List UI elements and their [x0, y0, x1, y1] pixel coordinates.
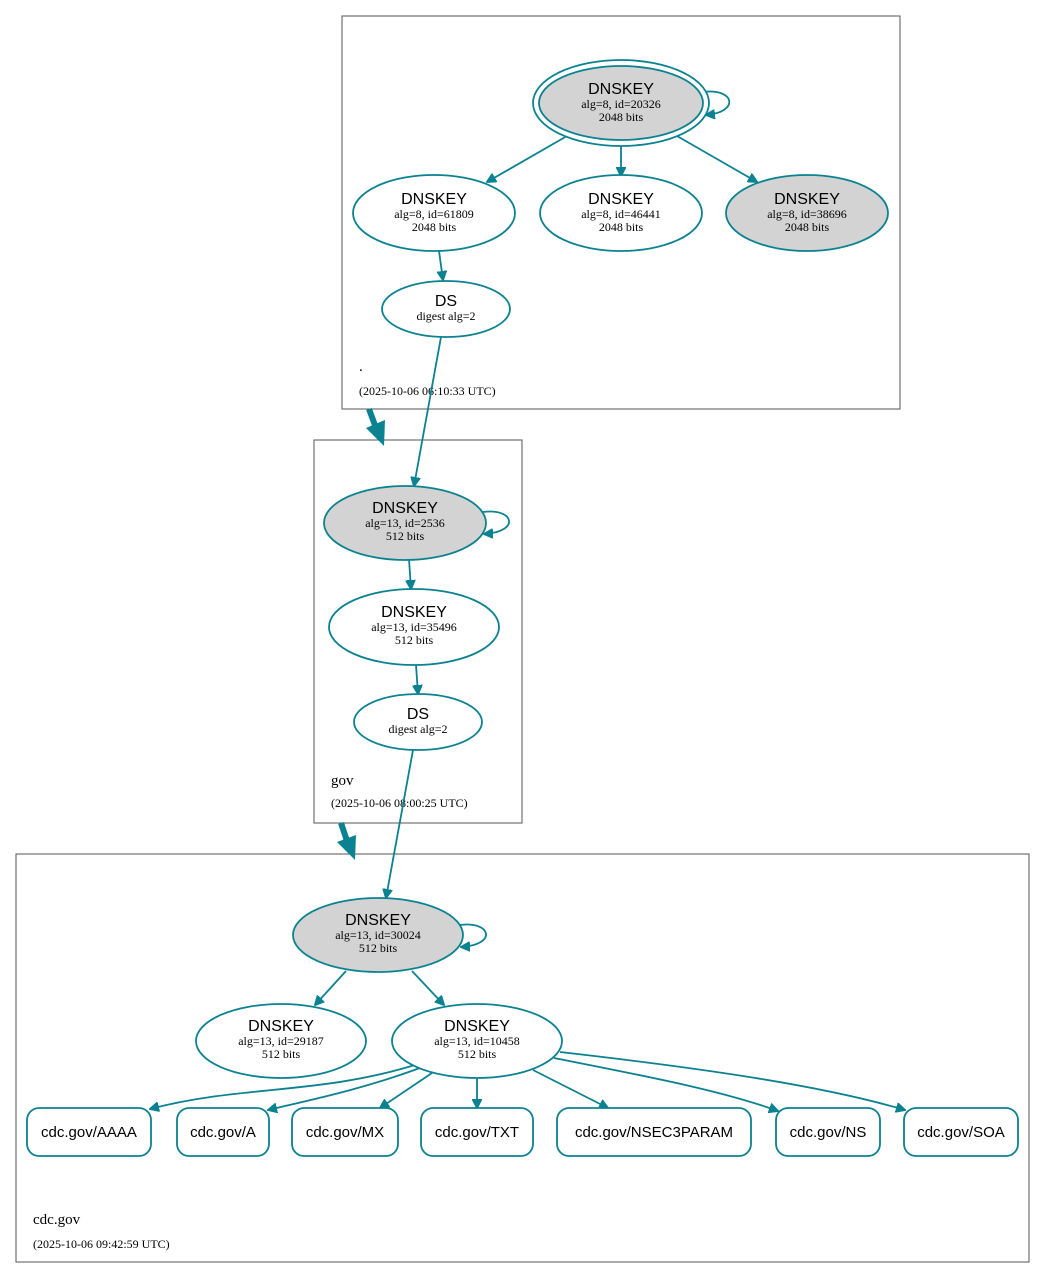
svg-text:digest alg=2: digest alg=2: [416, 309, 475, 323]
svg-text:alg=13, id=30024: alg=13, id=30024: [335, 928, 421, 942]
edge-gov-ksk-zsk: [409, 558, 411, 589]
edge-cdc-zsk2-ns: [553, 1057, 778, 1111]
svg-text:2048 bits: 2048 bits: [599, 220, 644, 234]
node-gov-ds[interactable]: DS digest alg=2: [353, 693, 483, 751]
svg-text:alg=13, id=35496: alg=13, id=35496: [371, 620, 457, 634]
rrset-a[interactable]: cdc.gov/A: [176, 1107, 270, 1157]
svg-text:DNSKEY: DNSKEY: [248, 1018, 314, 1035]
edge-root-zsk1-ds: [439, 250, 443, 280]
zone-cdc-timestamp: (2025-10-06 09:42:59 UTC): [33, 1237, 170, 1251]
svg-text:alg=8, id=46441: alg=8, id=46441: [581, 207, 661, 221]
svg-text:cdc.gov/MX: cdc.gov/MX: [306, 1124, 384, 1141]
edge-cdc-ksk-self: [460, 923, 487, 947]
zone-cdc-name: cdc.gov: [33, 1212, 81, 1228]
svg-text:2048 bits: 2048 bits: [785, 220, 830, 234]
rrset-soa[interactable]: cdc.gov/SOA: [903, 1107, 1019, 1157]
rrset-ns[interactable]: cdc.gov/NS: [775, 1107, 881, 1157]
svg-text:cdc.gov/A: cdc.gov/A: [190, 1124, 256, 1141]
svg-text:alg=13, id=10458: alg=13, id=10458: [434, 1034, 520, 1048]
node-gov-ksk[interactable]: DNSKEY alg=13, id=2536 512 bits: [323, 485, 487, 561]
svg-text:cdc.gov/NSEC3PARAM: cdc.gov/NSEC3PARAM: [575, 1124, 733, 1141]
edge-cdc-zsk2-nsec3param: [532, 1069, 608, 1108]
svg-text:cdc.gov/SOA: cdc.gov/SOA: [917, 1124, 1005, 1141]
zone-gov-timestamp: (2025-10-06 08:00:25 UTC): [331, 796, 468, 810]
edge-cdc-zsk2-aaaa: [150, 1063, 419, 1109]
svg-text:cdc.gov/AAAA: cdc.gov/AAAA: [41, 1124, 137, 1141]
svg-text:DNSKEY: DNSKEY: [381, 604, 447, 621]
node-cdc-zsk-29187[interactable]: DNSKEY alg=13, id=29187 512 bits: [195, 1003, 367, 1079]
edge-gov-ds-cdc-ksk: [386, 749, 414, 898]
zone-root-timestamp: (2025-10-06 06:10:33 UTC): [359, 384, 496, 398]
node-root-ksk[interactable]: DNSKEY alg=8, id=20326 2048 bits: [532, 59, 710, 147]
svg-text:DNSKEY: DNSKEY: [401, 191, 467, 208]
svg-text:cdc.gov/NS: cdc.gov/NS: [790, 1124, 867, 1141]
svg-text:cdc.gov/TXT: cdc.gov/TXT: [435, 1124, 519, 1141]
edge-root-ksk-zsk1: [487, 135, 568, 182]
svg-text:512 bits: 512 bits: [458, 1047, 497, 1061]
node-root-zsk-61809[interactable]: DNSKEY alg=8, id=61809 2048 bits: [352, 174, 516, 252]
edge-root-ds-gov-ksk: [414, 336, 442, 486]
zone-root-name: .: [359, 359, 363, 375]
svg-text:alg=13, id=2536: alg=13, id=2536: [365, 516, 445, 530]
edge-cdc-zsk2-soa: [559, 1051, 905, 1110]
svg-text:DS: DS: [407, 706, 429, 723]
edge-cdc-ksk-zsk1: [315, 970, 347, 1005]
edge-gov-ksk-self: [483, 510, 510, 534]
rrset-mx[interactable]: cdc.gov/MX: [291, 1107, 399, 1157]
svg-text:DNSKEY: DNSKEY: [588, 191, 654, 208]
edge-cdc-ksk-zsk2: [411, 970, 444, 1005]
delegation-arrow-gov-cdc: [337, 822, 356, 860]
rrset-aaaa[interactable]: cdc.gov/AAAA: [26, 1107, 152, 1157]
delegation-arrow-root-gov: [366, 407, 385, 446]
svg-text:alg=8, id=20326: alg=8, id=20326: [581, 97, 661, 111]
rrset-nsec3param[interactable]: cdc.gov/NSEC3PARAM: [556, 1107, 752, 1157]
node-root-key-38696[interactable]: DNSKEY alg=8, id=38696 2048 bits: [725, 174, 889, 252]
zone-gov-name: gov: [331, 773, 354, 789]
node-cdc-ksk[interactable]: DNSKEY alg=13, id=30024 512 bits: [292, 897, 464, 973]
svg-text:DNSKEY: DNSKEY: [588, 81, 654, 98]
svg-text:DNSKEY: DNSKEY: [444, 1018, 510, 1035]
svg-text:2048 bits: 2048 bits: [599, 110, 644, 124]
rrset-txt[interactable]: cdc.gov/TXT: [420, 1107, 534, 1157]
svg-text:2048 bits: 2048 bits: [412, 220, 457, 234]
edge-gov-zsk-ds: [416, 664, 418, 694]
svg-text:512 bits: 512 bits: [395, 633, 434, 647]
svg-text:512 bits: 512 bits: [262, 1047, 301, 1061]
svg-text:DNSKEY: DNSKEY: [372, 500, 438, 517]
svg-text:DS: DS: [435, 293, 457, 310]
svg-text:DNSKEY: DNSKEY: [345, 912, 411, 929]
edge-root-ksk-self: [702, 90, 731, 115]
edge-cdc-zsk2-a: [268, 1067, 421, 1110]
svg-text:alg=8, id=38696: alg=8, id=38696: [767, 207, 847, 221]
node-gov-zsk[interactable]: DNSKEY alg=13, id=35496 512 bits: [328, 588, 500, 666]
svg-text:alg=8, id=61809: alg=8, id=61809: [394, 207, 474, 221]
node-root-zsk-46441[interactable]: DNSKEY alg=8, id=46441 2048 bits: [539, 174, 703, 252]
svg-text:DNSKEY: DNSKEY: [774, 191, 840, 208]
svg-text:512 bits: 512 bits: [359, 941, 398, 955]
svg-text:alg=13, id=29187: alg=13, id=29187: [238, 1034, 324, 1048]
svg-text:digest alg=2: digest alg=2: [388, 722, 447, 736]
node-cdc-zsk-10458[interactable]: DNSKEY alg=13, id=10458 512 bits: [391, 1003, 563, 1079]
edge-root-ksk-k3: [676, 135, 757, 182]
edge-cdc-zsk2-mx: [380, 1072, 433, 1108]
svg-text:512 bits: 512 bits: [386, 529, 425, 543]
node-root-ds[interactable]: DS digest alg=2: [381, 280, 511, 338]
